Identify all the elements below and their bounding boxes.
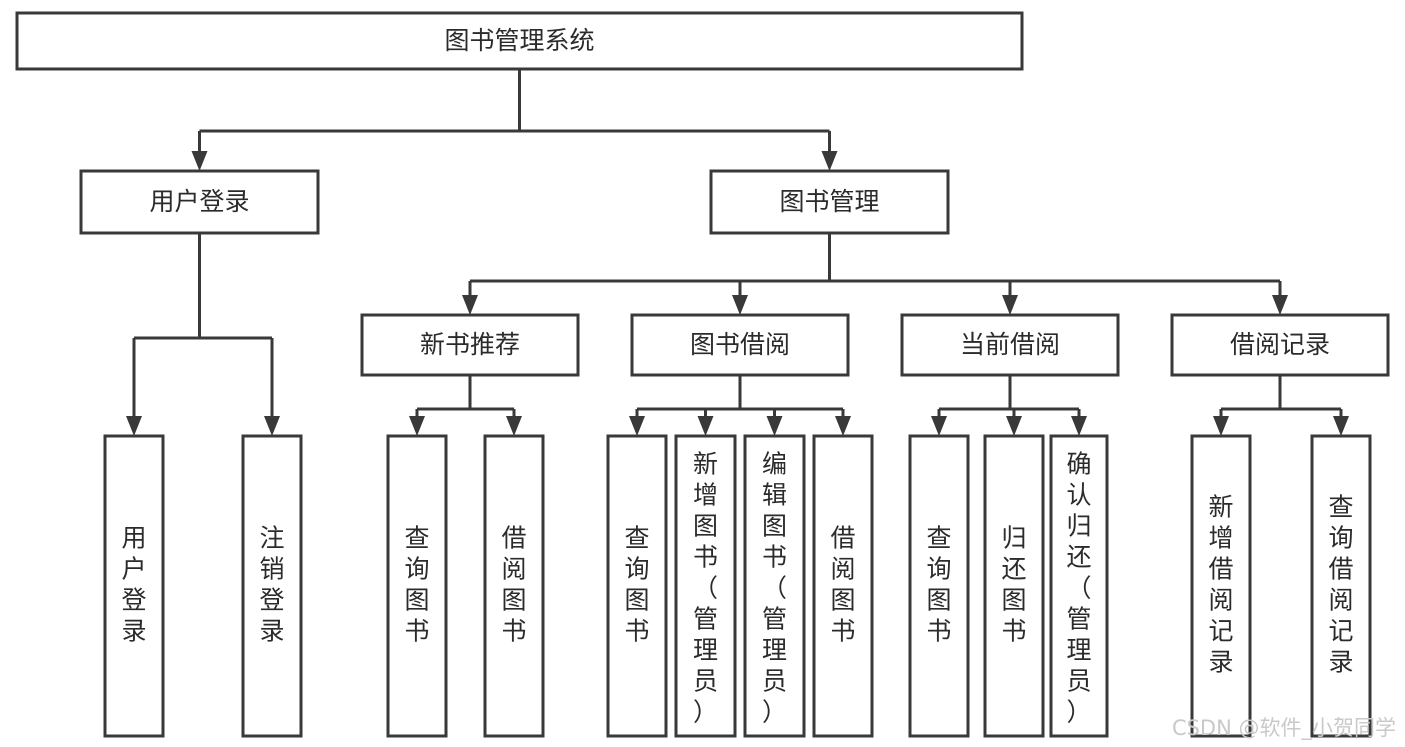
arrowhead-icon	[126, 416, 142, 436]
node-user-login[interactable]: 用户登录	[79, 169, 320, 235]
node-leaf-logout[interactable]: 注销登录	[241, 434, 303, 738]
node-leaf-add-record[interactable]: 新增借阅记录	[1190, 434, 1252, 738]
arrowhead-icon	[629, 416, 645, 436]
node-leaf-confirm-return[interactable]: 确认归还（管理员）	[1049, 434, 1109, 738]
edge-layer	[126, 69, 1349, 436]
arrowhead-icon	[1213, 416, 1229, 436]
edges-from-borrow-record	[1213, 375, 1349, 436]
node-box-book-borrow	[630, 313, 850, 377]
node-box-leaf-query-book-1	[386, 434, 448, 738]
node-label-new-book-rec: 新书推荐	[420, 330, 520, 359]
node-box-leaf-return-book	[983, 434, 1045, 738]
node-label-borrow-record: 借阅记录	[1230, 330, 1330, 359]
arrowhead-icon	[1002, 295, 1018, 315]
node-label-current-borrow: 当前借阅	[960, 330, 1060, 359]
node-box-leaf-confirm-return	[1049, 434, 1109, 738]
node-box-leaf-edit-book	[743, 434, 806, 738]
arrowhead-icon	[835, 416, 851, 436]
node-borrow-record[interactable]: 借阅记录	[1170, 313, 1390, 377]
edges-from-book-borrow	[629, 375, 851, 436]
node-book-manage[interactable]: 图书管理	[709, 169, 950, 235]
edges-from-current-borrow	[931, 375, 1087, 436]
arrowhead-icon	[462, 295, 478, 315]
node-label-leaf-edit-book: 编辑图书（管理员）	[762, 449, 787, 726]
node-leaf-user-login[interactable]: 用户登录	[103, 434, 165, 738]
node-box-leaf-borrow-book-2	[812, 434, 874, 738]
arrowhead-icon	[931, 416, 947, 436]
edges-from-user-login	[126, 233, 280, 436]
node-box-leaf-query-record	[1310, 434, 1372, 738]
node-leaf-add-book[interactable]: 新增图书（管理员）	[674, 434, 737, 738]
arrowhead-icon	[1333, 416, 1349, 436]
arrowhead-icon	[1006, 416, 1022, 436]
node-leaf-return-book[interactable]: 归还图书	[983, 434, 1045, 738]
node-label-leaf-add-book: 新增图书（管理员）	[693, 449, 718, 726]
node-current-borrow[interactable]: 当前借阅	[900, 313, 1120, 377]
node-label-root: 图书管理系统	[444, 26, 594, 55]
node-label-leaf-confirm-return: 确认归还（管理员）	[1066, 449, 1091, 726]
edges-from-root	[191, 69, 838, 171]
node-box-leaf-add-book	[674, 434, 737, 738]
node-label-leaf-query-book-2: 查询图书	[624, 523, 649, 645]
node-leaf-borrow-book-2[interactable]: 借阅图书	[812, 434, 874, 738]
node-leaf-edit-book[interactable]: 编辑图书（管理员）	[743, 434, 806, 738]
node-box-user-login	[79, 169, 320, 235]
arrowhead-icon	[191, 151, 208, 171]
node-box-borrow-record	[1170, 313, 1390, 377]
node-root[interactable]: 图书管理系统	[15, 11, 1024, 71]
arrowhead-icon	[821, 151, 838, 171]
node-new-book-rec[interactable]: 新书推荐	[360, 313, 580, 377]
node-box-book-manage	[709, 169, 950, 235]
node-label-leaf-query-record: 查询借阅记录	[1328, 492, 1353, 676]
node-leaf-query-book-1[interactable]: 查询图书	[386, 434, 448, 738]
node-label-user-login: 用户登录	[149, 187, 249, 216]
node-label-leaf-query-book-3: 查询图书	[926, 523, 951, 645]
node-leaf-query-book-3[interactable]: 查询图书	[908, 434, 970, 738]
node-box-leaf-borrow-book-1	[483, 434, 545, 738]
node-label-leaf-return-book: 归还图书	[1001, 523, 1026, 645]
node-layer: 图书管理系统用户登录图书管理新书推荐图书借阅当前借阅借阅记录用户登录注销登录查询…	[15, 11, 1390, 738]
node-box-leaf-user-login	[103, 434, 165, 738]
arrowhead-icon	[1071, 416, 1087, 436]
edges-from-book-manage	[462, 233, 1288, 315]
node-label-leaf-query-book-1: 查询图书	[404, 523, 429, 645]
edges-from-new-book-rec	[409, 375, 522, 436]
node-box-current-borrow	[900, 313, 1120, 377]
node-box-new-book-rec	[360, 313, 580, 377]
node-leaf-query-book-2[interactable]: 查询图书	[606, 434, 668, 738]
arrowhead-icon	[766, 416, 783, 436]
arrowhead-icon	[732, 295, 748, 315]
node-label-leaf-borrow-book-1: 借阅图书	[501, 523, 526, 645]
node-leaf-query-record[interactable]: 查询借阅记录	[1310, 434, 1372, 738]
arrowhead-icon	[1272, 295, 1288, 315]
node-box-leaf-logout	[241, 434, 303, 738]
node-label-leaf-user-login: 用户登录	[121, 523, 146, 645]
node-leaf-borrow-book-1[interactable]: 借阅图书	[483, 434, 545, 738]
node-label-leaf-add-record: 新增借阅记录	[1208, 492, 1233, 676]
arrowhead-icon	[264, 416, 280, 436]
node-box-root	[15, 11, 1024, 71]
node-label-leaf-borrow-book-2: 借阅图书	[830, 523, 855, 645]
node-box-leaf-add-record	[1190, 434, 1252, 738]
arrowhead-icon	[697, 416, 714, 436]
node-label-leaf-logout: 注销登录	[259, 523, 284, 645]
node-box-leaf-query-book-2	[606, 434, 668, 738]
arrowhead-icon	[409, 416, 425, 436]
node-label-book-borrow: 图书借阅	[690, 330, 790, 359]
node-box-leaf-query-book-3	[908, 434, 970, 738]
arrowhead-icon	[506, 416, 522, 436]
csdn-watermark: CSDN @软件_小贺同学	[1172, 716, 1396, 741]
node-book-borrow[interactable]: 图书借阅	[630, 313, 850, 377]
node-label-book-manage: 图书管理	[779, 187, 879, 216]
